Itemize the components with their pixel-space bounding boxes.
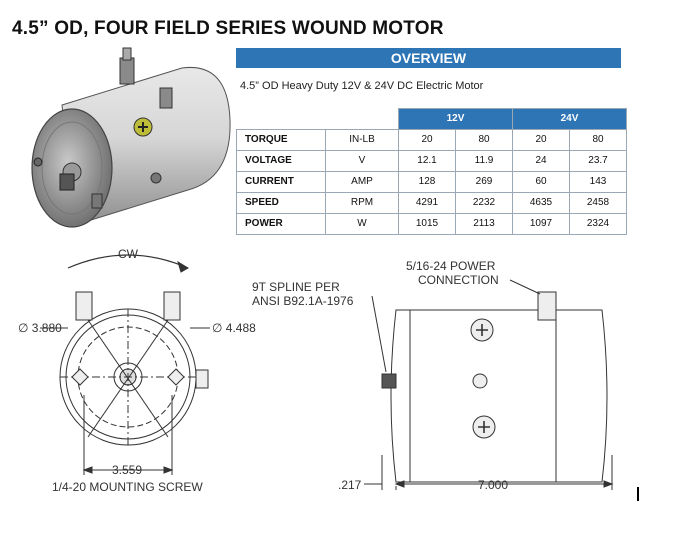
group-12v-header: 12V <box>398 108 513 130</box>
spec-cell: 2113 <box>455 212 513 235</box>
bolt-spacing-label: 3.559 <box>112 463 142 477</box>
rotation-label: CW <box>118 247 139 261</box>
spec-cell: 80 <box>455 128 513 151</box>
spec-cell: 1097 <box>512 212 570 235</box>
side-view-drawing <box>364 279 614 490</box>
spec-cell: 1015 <box>398 212 456 235</box>
terminal-right <box>163 291 181 321</box>
overview-subtitle: 4.5” OD Heavy Duty 12V & 24V DC Electric… <box>240 80 484 92</box>
shaft-offset-label: .217 <box>338 478 362 492</box>
terminal-left <box>75 291 93 321</box>
mount-right <box>167 368 185 386</box>
power-label-line2: CONNECTION <box>418 273 499 287</box>
length-label: 7.000 <box>478 478 508 492</box>
power-terminal <box>537 291 557 321</box>
spec-cell: 128 <box>398 170 456 193</box>
center-hole <box>472 373 488 389</box>
dia-large-label: ∅ 4.488 <box>212 321 256 335</box>
group-24v-header: 24V <box>512 108 627 130</box>
spec-cell: 143 <box>569 170 627 193</box>
spec-table-group-row: 12V 24V <box>236 108 627 130</box>
side-stud <box>195 369 209 389</box>
spec-row-unit: W <box>325 212 399 235</box>
spec-cell: 23.7 <box>569 149 627 172</box>
spline-label-line2: ANSI B92.1A-1976 <box>252 294 354 308</box>
power-label-line1: 5/16-24 POWER <box>406 259 496 273</box>
spec-row-unit: IN-LB <box>325 128 399 151</box>
shaft-spline <box>381 373 397 389</box>
spline-label-line1: 9T SPLINE PER <box>252 280 340 294</box>
rotation-arrowhead <box>177 260 189 273</box>
text-cursor <box>637 487 639 501</box>
spec-table-corner <box>236 108 399 129</box>
overview-heading: OVERVIEW <box>236 48 621 68</box>
spec-row-label: TORQUE <box>236 128 326 151</box>
mounting-screw-label: 1/4-20 MOUNTING SCREW <box>52 480 203 494</box>
spec-row-label: POWER <box>236 212 326 235</box>
spline-leader <box>371 295 387 373</box>
power-leader <box>509 279 541 295</box>
spec-row-unit: AMP <box>325 170 399 193</box>
spec-row-label: CURRENT <box>236 170 326 193</box>
end-view-drawing <box>40 254 210 475</box>
motor-photo <box>31 47 231 228</box>
mount-left <box>71 368 89 386</box>
spec-cell: 2324 <box>569 212 627 235</box>
spec-cell: 269 <box>455 170 513 193</box>
dia-small-label: ∅ 3.880 <box>18 321 62 335</box>
rotation-arrow <box>67 254 189 269</box>
motor-body-outline <box>390 309 608 483</box>
page-title: 4.5” OD, FOUR FIELD SERIES WOUND MOTOR <box>12 18 444 39</box>
